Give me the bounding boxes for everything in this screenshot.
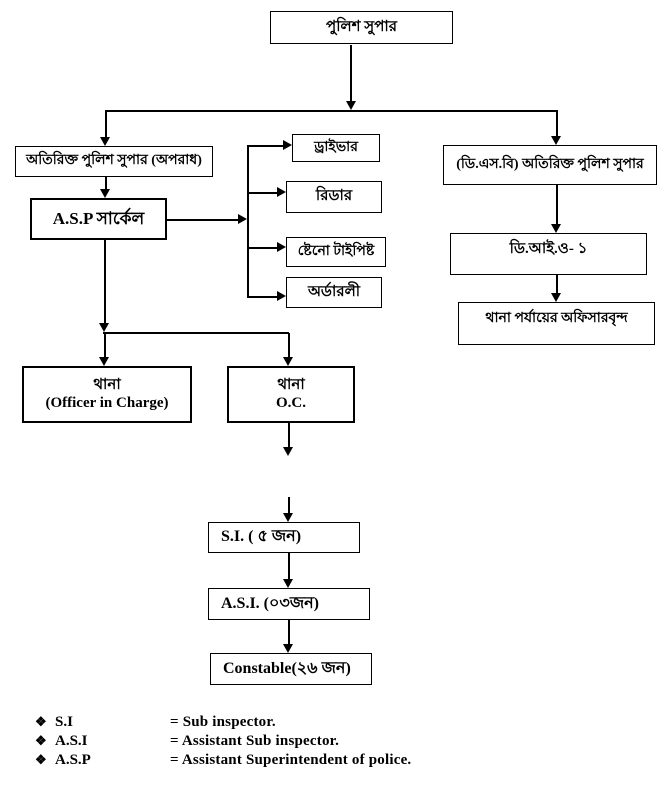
arrow-down-icon: [283, 513, 293, 522]
node-additional-sp-crime: অতিরিক্ত পুলিশ সুপার (অপরাধ): [15, 146, 213, 177]
legend-term: A.S.P: [55, 752, 91, 768]
connector-asp-to-staff-spine: [167, 219, 238, 221]
arrow-right-icon: [283, 140, 292, 150]
arrow-down-icon: [551, 293, 561, 302]
arrow-down-icon: [283, 644, 293, 653]
connector-asp-down: [104, 240, 106, 324]
connector-branch-orderly: [247, 296, 278, 298]
connector-branch-steno: [247, 247, 278, 249]
arrow-down-icon: [99, 357, 109, 366]
arrow-down-icon: [283, 357, 293, 366]
diamond-bullet-icon: ❖: [35, 752, 47, 767]
node-police-super: পুলিশ সুপার: [270, 11, 453, 44]
connector-drop-to-oic: [104, 333, 106, 358]
connector-top-down: [350, 45, 352, 102]
connector-asi-to-constable: [288, 620, 290, 645]
arrow-right-icon: [277, 242, 286, 252]
node-constable: Constable(২৬ জন): [210, 653, 372, 685]
node-asp-circle: A.S.P সার্কেল: [30, 198, 167, 240]
diamond-bullet-icon: ❖: [35, 714, 47, 729]
legend-definition: = Assistant Sub inspector.: [170, 733, 340, 749]
connector-oc-down-1: [288, 423, 290, 448]
node-thana-officer-in-charge: থানা (Officer in Charge): [22, 366, 192, 423]
node-thana-oc-line1: থানা: [277, 377, 305, 394]
node-steno-typist: ষ্টেনো টাইপিষ্ট: [286, 237, 386, 267]
connector-crime-to-asp: [105, 177, 107, 190]
arrow-down-icon: [283, 447, 293, 456]
connector-branch-driver: [247, 145, 284, 147]
arrow-down-icon: [346, 101, 356, 110]
diamond-bullet-icon: ❖: [35, 733, 47, 748]
connector-dio-to-officers: [556, 275, 558, 294]
arrow-right-icon: [238, 214, 247, 224]
legend-item-asi: ❖ A.S.I = Assistant Sub inspector.: [35, 733, 411, 752]
legend-definition: = Assistant Superintendent of police.: [170, 752, 412, 768]
node-sub-inspector: S.I. ( ৫ জন): [208, 522, 360, 553]
arrow-down-icon: [100, 137, 110, 146]
arrow-down-icon: [551, 136, 561, 145]
node-reader: রিডার: [286, 181, 382, 213]
node-thana-oic-line1: থানা: [93, 377, 121, 394]
connector-branch-reader: [247, 192, 278, 194]
connector-drop-to-oc: [288, 333, 290, 358]
legend-term: S.I: [55, 714, 73, 730]
arrow-down-icon: [551, 224, 561, 233]
connector-main-distributor: [105, 110, 557, 112]
arrow-down-icon: [100, 189, 110, 198]
node-orderly: অর্ডারলী: [286, 277, 382, 308]
connector-staff-spine: [247, 145, 249, 297]
arrow-right-icon: [277, 291, 286, 301]
legend-definition: = Sub inspector.: [170, 714, 276, 730]
connector-drop-to-dsb: [556, 110, 558, 137]
arrow-right-icon: [277, 187, 286, 197]
node-assistant-sub-inspector: A.S.I. (০৩জন): [208, 588, 370, 620]
legend-term: A.S.I: [55, 733, 88, 749]
connector-oc-down-2: [288, 497, 290, 514]
legend-item-si: ❖ S.I = Sub inspector.: [35, 714, 411, 733]
connector-thana-distributor: [103, 332, 289, 334]
node-thana-level-officers: থানা পর্যায়ের অফিসারবৃন্দ: [458, 302, 655, 345]
node-dio-1: ডি.আই.ও- ১: [450, 233, 647, 275]
node-driver: ড্রাইভার: [292, 134, 380, 162]
legend-item-asp: ❖ A.S.P = Assistant Superintendent of po…: [35, 752, 411, 771]
node-thana-oic-line2: (Officer in Charge): [45, 394, 169, 411]
node-thana-oc: থানা O.C.: [227, 366, 355, 423]
connector-dsb-to-dio: [556, 185, 558, 225]
node-dsb-additional-sp: (ডি.এস.বি) অতিরিক্ত পুলিশ সুপার: [443, 145, 657, 185]
node-thana-oc-line2: O.C.: [276, 394, 306, 411]
connector-si-to-asi: [288, 553, 290, 580]
connector-drop-to-crime: [105, 110, 107, 138]
arrow-down-icon: [283, 579, 293, 588]
abbreviation-legend: ❖ S.I = Sub inspector. ❖ A.S.I = Assista…: [35, 714, 411, 771]
arrow-down-icon: [99, 323, 109, 332]
